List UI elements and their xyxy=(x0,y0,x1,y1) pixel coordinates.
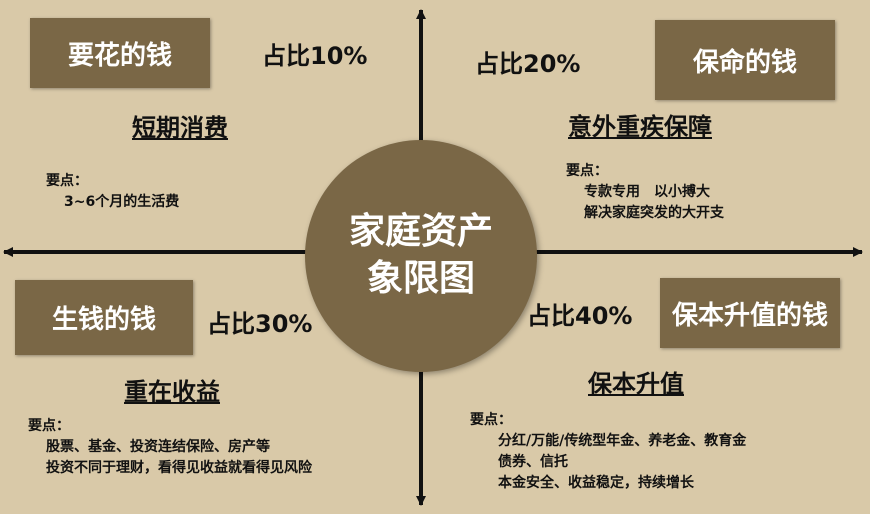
center-title-line-2: 象限图 xyxy=(366,258,475,299)
spending-money-label: 要花的钱 xyxy=(67,40,172,71)
preservation-money-subtitle: 保本升值 xyxy=(588,370,684,398)
spending-money-point: 3~6个月的生活费 xyxy=(64,194,180,210)
protection-money-box: 保命的钱 xyxy=(655,20,835,100)
preservation-money-ratio: 占比40% xyxy=(527,302,633,330)
preservation-money-box: 保本升值的钱 xyxy=(660,278,840,348)
preservation-money-label: 保本升值的钱 xyxy=(671,300,828,331)
preservation-money-point: 债券、信托 xyxy=(498,454,568,470)
protection-money-label: 保命的钱 xyxy=(692,47,797,78)
protection-money-point: 解决家庭突发的大开支 xyxy=(584,205,724,221)
spending-money-subtitle: 短期消费 xyxy=(132,114,228,142)
protection-money-point: 专款专用 以小搏大 xyxy=(584,184,710,200)
center-title-line-1: 家庭资产 xyxy=(348,211,493,253)
preservation-money-point: 本金安全、收益稳定，持续增长 xyxy=(498,475,694,491)
growth-money-point: 投资不同于理财，看得见收益就看得见风险 xyxy=(46,460,312,476)
preservation-money-points-title: 要点： xyxy=(470,412,512,428)
growth-money-points: 要点： 股票、基金、投资连结保险、房产等 投资不同于理财，看得见收益就看得见风险 xyxy=(28,416,312,479)
growth-money-subtitle: 重在收益 xyxy=(124,378,220,406)
growth-money-label: 生钱的钱 xyxy=(51,305,156,335)
preservation-money-points: 要点： 分红/万能/传统型年金、养老金、教育金 债券、信托 本金安全、收益稳定，… xyxy=(470,410,746,494)
spending-money-points: 要点： 3~6个月的生活费 xyxy=(46,171,179,213)
preservation-money-point: 分红/万能/传统型年金、养老金、教育金 xyxy=(498,433,747,449)
center-title-circle: 家庭资产 象限图 xyxy=(305,140,537,372)
protection-money-ratio: 占比20% xyxy=(475,50,581,78)
protection-money-points: 要点： 专款专用 以小搏大 解决家庭突发的大开支 xyxy=(566,161,724,224)
growth-money-ratio: 占比30% xyxy=(207,310,313,338)
spending-money-box: 要花的钱 xyxy=(30,18,210,88)
spending-money-ratio: 占比10% xyxy=(262,42,368,70)
protection-money-subtitle: 意外重疾保障 xyxy=(568,113,712,141)
spending-money-points-title: 要点： xyxy=(46,173,88,189)
growth-money-point: 股票、基金、投资连结保险、房产等 xyxy=(46,439,270,455)
protection-money-points-title: 要点： xyxy=(566,163,608,179)
growth-money-box: 生钱的钱 xyxy=(15,280,193,355)
growth-money-points-title: 要点： xyxy=(28,418,70,434)
